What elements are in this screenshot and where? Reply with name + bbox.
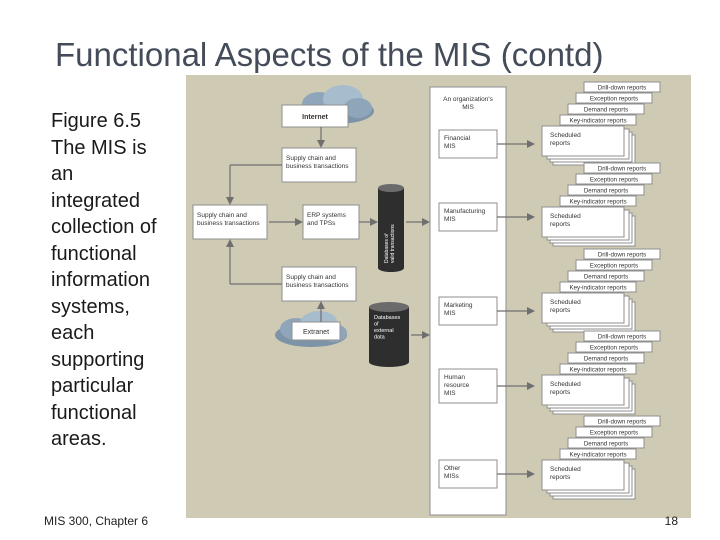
report-tab-label: Exception reports	[590, 263, 638, 270]
report-tab	[575, 173, 653, 185]
report-tab-label: Demand reports	[584, 107, 628, 114]
report-tab	[567, 270, 645, 282]
scheduled-reports-card	[541, 374, 625, 406]
report-tab-label: Drill-down reports	[598, 85, 646, 92]
extranet-label-box	[291, 321, 341, 341]
caption-line: Figure 6.5	[51, 110, 142, 132]
report-tab	[559, 363, 637, 375]
report-tab	[575, 426, 653, 438]
report-tab-label: Key-indicator reports	[569, 199, 626, 206]
internet-label: Internet	[302, 114, 328, 121]
extranet-label: Extranet	[303, 329, 329, 336]
report-tab-label: Drill-down reports	[598, 166, 646, 173]
report-tab	[567, 352, 645, 364]
caption-line: information	[51, 269, 150, 291]
connectors	[226, 127, 430, 339]
caption-line: supporting	[51, 348, 145, 371]
report-tab	[575, 259, 653, 271]
scheduled-reports-card	[541, 206, 625, 238]
report-tab	[559, 281, 637, 293]
mis-box	[438, 296, 498, 326]
caption-line: functional	[51, 242, 137, 265]
report-tab-label: Exception reports	[590, 96, 638, 103]
caption-line: functional	[51, 401, 137, 424]
report-tab-label: Key-indicator reports	[569, 367, 626, 374]
report-tab-label: Exception reports	[590, 177, 638, 184]
report-tab	[567, 184, 645, 196]
figure-caption: Figure 6.5 The MIS is an integrated coll…	[51, 108, 186, 453]
report-tab-label: Drill-down reports	[598, 334, 646, 341]
report-tab	[583, 415, 661, 427]
caption-line: integrated	[51, 189, 140, 212]
erp-box	[302, 204, 360, 240]
page-number: 18	[664, 514, 678, 528]
report-tab	[567, 103, 645, 115]
report-tab	[575, 92, 653, 104]
caption-line: systems,	[51, 295, 130, 318]
report-tab	[559, 195, 637, 207]
caption-line: an	[51, 163, 74, 185]
report-tab	[583, 330, 661, 342]
report-tab-label: Exception reports	[590, 345, 638, 352]
report-tab-label: Drill-down reports	[598, 419, 646, 426]
report-tab-label: Demand reports	[584, 356, 628, 363]
scheduled-reports-card	[541, 292, 625, 324]
supply-chain-box-left	[192, 204, 268, 240]
valid-transactions-database	[378, 184, 404, 272]
caption-line: The MIS is	[51, 136, 147, 159]
report-tab-label: Key-indicator reports	[569, 118, 626, 125]
mis-box	[438, 459, 498, 489]
report-tab	[583, 162, 661, 174]
report-tab-label: Demand reports	[584, 188, 628, 195]
report-tab-label: Drill-down reports	[598, 252, 646, 259]
caption-line: each	[51, 322, 95, 344]
report-tab	[559, 114, 637, 126]
slide-title: Functional Aspects of the MIS (contd)	[55, 36, 604, 73]
report-tab-label: Exception reports	[590, 430, 638, 437]
caption-line: areas.	[51, 428, 107, 450]
report-tab-label: Demand reports	[584, 441, 628, 448]
report-tab-label: Key-indicator reports	[569, 452, 626, 459]
scheduled-reports-card	[541, 125, 625, 157]
report-tab-label: Demand reports	[584, 274, 628, 281]
report-tab	[575, 341, 653, 353]
report-tab	[567, 437, 645, 449]
mis-box	[438, 202, 498, 232]
report-tab-label: Key-indicator reports	[569, 285, 626, 292]
report-tab	[559, 448, 637, 460]
mis-box	[438, 368, 498, 404]
internet-label-box	[281, 104, 349, 128]
caption-line: collection of	[51, 216, 157, 238]
external-data-database	[369, 302, 409, 367]
valid-transactions-label: Databases ofvalid transactions	[384, 224, 396, 263]
scheduled-reports-card	[541, 459, 625, 491]
caption-line: particular	[51, 375, 134, 397]
report-tab	[583, 81, 661, 93]
footer-course: MIS 300, Chapter 6	[44, 514, 149, 528]
report-tab	[583, 248, 661, 260]
